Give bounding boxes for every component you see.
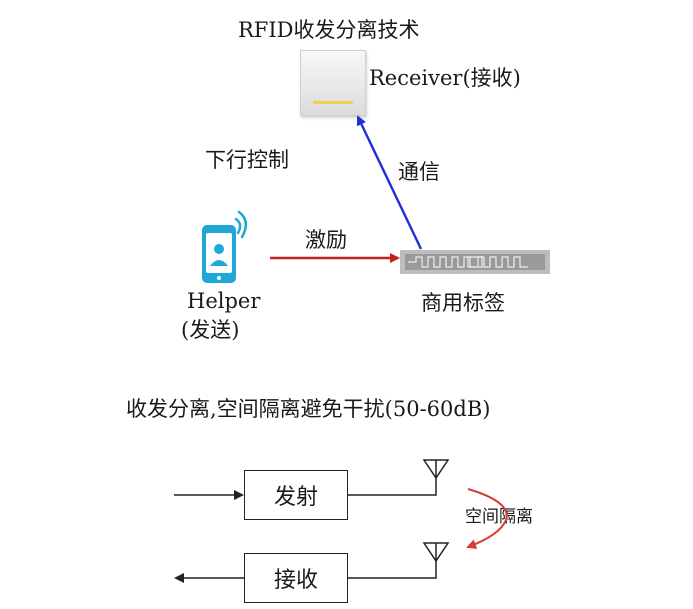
smartphone-icon	[202, 210, 248, 283]
rfid-tag-icon	[400, 250, 550, 274]
helper-send-label: (发送)	[181, 318, 240, 342]
diagram-title: RFID收发分离技术	[238, 18, 420, 42]
transmit-block: 发射	[244, 470, 348, 520]
receiver-label: Receiver(接收)	[369, 66, 521, 90]
communication-arrow	[356, 115, 423, 250]
downlink-control-label: 下行控制	[205, 148, 289, 172]
helper-label: Helper	[187, 289, 261, 313]
reader-indicator-light	[313, 101, 353, 104]
isolation-caption: 收发分离,空间隔离避免干扰(50-60dB)	[126, 397, 491, 421]
rfid-reader-icon	[300, 50, 366, 116]
space-isolation-label: 空间隔离	[465, 507, 533, 527]
receive-block: 接收	[244, 553, 348, 603]
excitation-label: 激励	[305, 228, 347, 252]
tx-feed-line	[348, 478, 437, 496]
commercial-tag-label: 商用标签	[421, 291, 505, 315]
isolation-arrow	[466, 488, 508, 549]
rx-feed-line	[348, 561, 437, 579]
communication-label: 通信	[398, 160, 440, 184]
